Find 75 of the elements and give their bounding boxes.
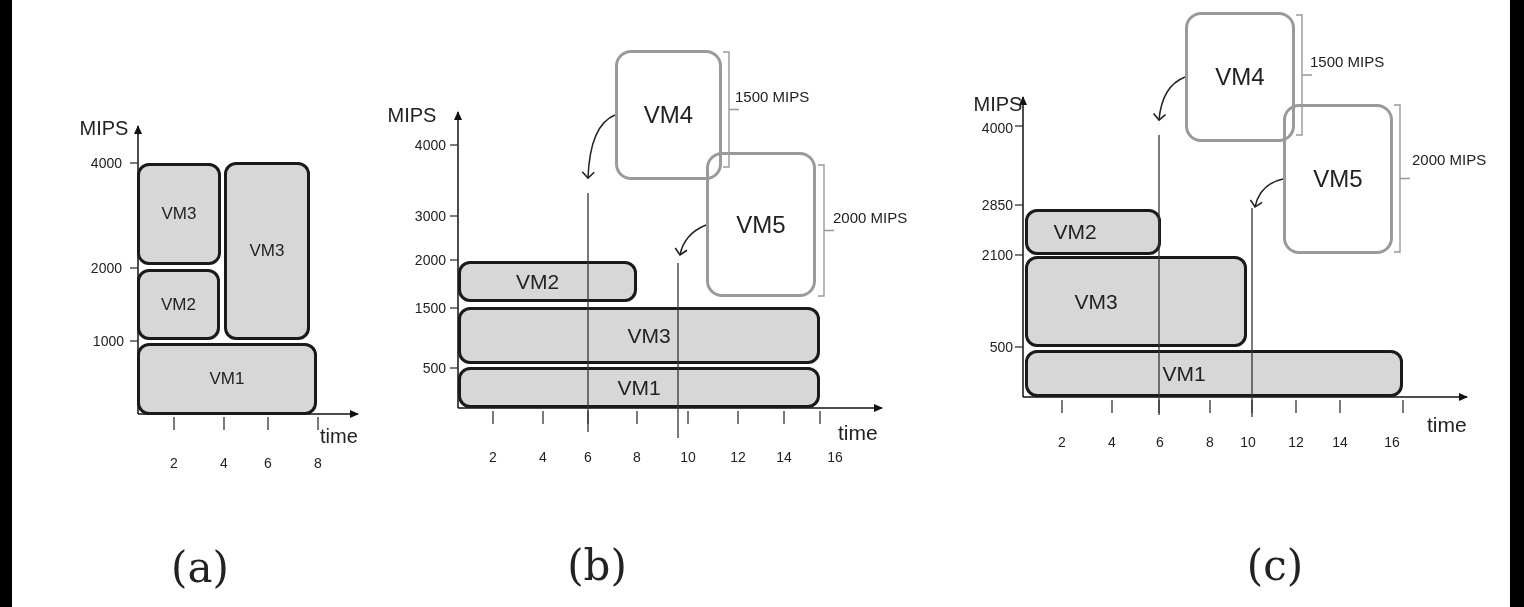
block-label: VM3 <box>161 204 197 224</box>
block-label: VM4 <box>643 101 694 129</box>
block-label: VM1 <box>617 375 661 400</box>
tick-label: 500 <box>422 361 446 375</box>
axis-title: MIPS <box>79 118 129 138</box>
axis-title: time <box>838 421 878 443</box>
block-label: VM3 <box>1074 289 1118 314</box>
vm-block <box>1283 104 1393 254</box>
vm-block <box>458 367 820 408</box>
tick-label: 2000 <box>414 253 446 267</box>
tick-label: 8 <box>633 450 641 464</box>
axis-title: time <box>320 426 358 446</box>
tick-label: 2000 <box>90 261 122 275</box>
tick-label: 14 <box>1332 435 1348 449</box>
vm-block <box>1025 256 1247 347</box>
vm-block <box>137 343 317 415</box>
block-label: VM5 <box>1313 165 1363 193</box>
tick-label: 10 <box>1240 435 1256 449</box>
tick-label: 8 <box>1206 435 1214 449</box>
tick-label: 4000 <box>981 121 1013 135</box>
tick-label: 8 <box>314 456 322 470</box>
tick-label: 2 <box>170 456 178 470</box>
tick-label: 12 <box>730 450 746 464</box>
block-label: VM1 <box>1162 361 1206 386</box>
panel-label: (b) <box>567 545 627 587</box>
vm-block <box>458 261 637 302</box>
block-label: VM5 <box>736 210 786 239</box>
panel-label: (c) <box>1246 545 1304 587</box>
tick-label: 16 <box>1384 435 1400 449</box>
tick-label: 16 <box>827 450 843 464</box>
panel-label: (a) <box>171 547 229 589</box>
vm-block <box>458 307 820 364</box>
curved-arrow <box>1152 76 1186 121</box>
tick-label: 4000 <box>90 156 122 170</box>
tick-label: 4000 <box>414 138 446 152</box>
tick-label: 2 <box>489 450 497 464</box>
axis-title: MIPS <box>387 105 437 125</box>
block-label: VM3 <box>249 241 285 261</box>
tick-label: 6 <box>584 450 592 464</box>
tick-label: 6 <box>264 456 272 470</box>
vm-block <box>224 162 310 340</box>
vm-block <box>1185 12 1295 142</box>
tick-label: 2100 <box>981 248 1013 262</box>
axis-title: MIPS <box>973 94 1023 114</box>
tick-label: 4 <box>539 450 547 464</box>
tick-label: 1500 <box>414 301 446 315</box>
vm-block <box>706 152 816 297</box>
capacity-label: 2000 MIPS <box>833 210 908 225</box>
capacity-label: 2000 MIPS <box>1412 152 1487 167</box>
tick-label: 14 <box>776 450 792 464</box>
capacity-label: 1500 MIPS <box>735 89 810 104</box>
block-label: VM2 <box>161 294 196 315</box>
block-label: VM1 <box>209 369 245 389</box>
block-label: VM4 <box>1215 63 1265 91</box>
tick-label: 10 <box>680 450 696 464</box>
vm-block <box>137 163 221 265</box>
vm-block <box>1025 350 1403 397</box>
tick-label: 4 <box>220 456 228 470</box>
capacity-label: 1500 MIPS <box>1310 54 1385 69</box>
tick-label: 4 <box>1108 435 1116 449</box>
vm-block <box>1025 209 1161 255</box>
tick-label: 2 <box>1058 435 1066 449</box>
vm-block <box>615 50 722 180</box>
block-label: VM2 <box>1053 220 1097 244</box>
curved-arrow <box>674 224 707 256</box>
block-label: VM2 <box>515 269 560 294</box>
vm-block <box>137 269 220 340</box>
tick-label: 12 <box>1288 435 1304 449</box>
tick-label: 6 <box>1156 435 1164 449</box>
tick-label: 500 <box>989 340 1013 354</box>
curved-arrow <box>1249 178 1284 208</box>
axis-title: time <box>1427 413 1467 435</box>
block-label: VM3 <box>627 323 671 348</box>
tick-label: 1000 <box>92 334 124 348</box>
curved-arrow <box>581 114 616 179</box>
